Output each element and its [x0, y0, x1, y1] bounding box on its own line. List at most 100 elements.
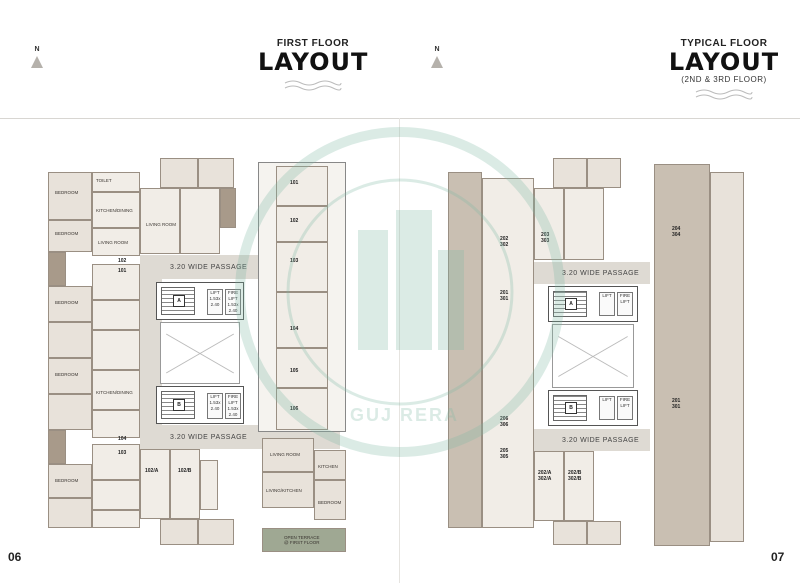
room-bedroom	[48, 322, 92, 358]
open-terrace-label: OPEN TERRACE @ FIRST FLOOR	[284, 535, 320, 545]
north-label-left: N	[34, 46, 40, 53]
lift: LIFT 1.53x 2.40	[207, 393, 223, 419]
passage-top-label: 3.20 WIDE PASSAGE	[562, 270, 640, 277]
room-label: KITCHEN/DINING	[96, 208, 133, 213]
unit-block	[564, 188, 604, 260]
room-kitchen	[553, 521, 587, 545]
left-wing-units	[482, 178, 534, 528]
room-balcony	[48, 430, 66, 464]
room-label: TOILET	[96, 178, 112, 183]
unit-number: 202/A 302/A	[538, 470, 552, 482]
lift: LIFT 1.53x 2.40	[207, 289, 223, 315]
room-label: KITCHEN/DINING	[96, 390, 133, 395]
room-bedroom	[48, 358, 92, 394]
room-kitchen	[180, 188, 220, 254]
page-number-right: 07	[771, 550, 785, 564]
room-bedroom	[198, 158, 234, 188]
north-indicator-right: N	[427, 46, 447, 68]
passage-top	[534, 262, 650, 284]
shop-number: 103	[290, 258, 299, 264]
room-label: LIVING ROOM	[270, 452, 301, 457]
unit-block	[534, 188, 564, 260]
room-bedroom	[160, 158, 198, 188]
room-bedroom	[48, 498, 92, 528]
room-living	[92, 228, 140, 256]
unit-number: 202/B 302/B	[568, 470, 582, 482]
watermark-text: GUJ RERA	[350, 405, 460, 425]
stair-label-a: A	[565, 298, 577, 310]
room-wash	[200, 460, 218, 510]
room-label: LIVING ROOM	[146, 222, 177, 227]
page-number-left: 06	[8, 550, 22, 564]
unit-number: 104	[118, 436, 127, 442]
room-toilet	[92, 510, 140, 528]
room-living	[92, 444, 140, 480]
unit-number: 101	[118, 268, 127, 274]
room-living	[92, 264, 140, 300]
room-balcony	[48, 252, 66, 286]
right-title-big: LAYOUT	[668, 48, 780, 76]
shop-number: 102	[290, 218, 299, 224]
unit-number: 206 306	[500, 416, 509, 428]
header-band	[0, 0, 800, 118]
unit-number: 102/A	[145, 468, 159, 474]
room-toilet	[92, 172, 140, 192]
unit-number: 102	[118, 258, 127, 264]
room-label: BEDROOM	[55, 478, 79, 483]
left-title-big: LAYOUT	[258, 48, 369, 76]
fire-lift: FIRE LIFT	[617, 292, 633, 316]
stair-label-b: B	[565, 402, 577, 414]
room-bedroom	[48, 464, 92, 498]
stair-label-a: A	[173, 295, 185, 307]
wave-decoration-icon	[695, 89, 753, 100]
room-bedroom	[48, 286, 92, 322]
room-kitchen	[314, 450, 346, 480]
void-cutout	[160, 322, 240, 384]
shop-unit	[276, 348, 328, 388]
shop-number: 101	[290, 180, 299, 186]
room-living	[92, 410, 140, 438]
left-title-small: FIRST FLOOR	[276, 38, 350, 49]
lift: LIFT	[599, 396, 615, 420]
unit-block	[564, 451, 594, 521]
core-top: A LIFT 1.53x 2.40 FIRE LIFT 1.53x 2.40	[156, 282, 244, 320]
room-living-room	[262, 438, 314, 472]
passage-bottom-label: 3.20 WIDE PASSAGE	[170, 434, 248, 441]
shop-unit	[276, 242, 328, 292]
core-bottom: B LIFT 1.53x 2.40 FIRE LIFT 1.53x 2.40	[156, 386, 244, 424]
unit-number: 201 301	[500, 290, 509, 302]
room-kitchen-dining	[92, 300, 140, 330]
room-living	[140, 449, 170, 519]
shop-unit	[276, 388, 328, 430]
room-bedroom	[198, 519, 234, 545]
room-kitchen-dining	[92, 480, 140, 510]
header-divider	[0, 118, 800, 119]
void-cutout	[552, 324, 634, 388]
room-kitchen-dining	[92, 370, 140, 410]
unit-number: 203 303	[541, 232, 550, 244]
room-bedroom	[48, 172, 92, 220]
right-wing-units	[654, 164, 710, 546]
left-title-block: FIRST FLOOR LAYOUT	[258, 38, 368, 93]
unit-number: 103	[118, 450, 127, 456]
room-kitchen	[160, 519, 198, 545]
open-terrace	[262, 528, 346, 552]
passage-bottom-label: 3.20 WIDE PASSAGE	[562, 437, 640, 444]
north-label-right: N	[434, 46, 440, 53]
room-balcony	[220, 188, 236, 228]
left-wing-bedrooms	[448, 172, 482, 528]
fire-lift: FIRE LIFT 1.53x 2.40	[225, 393, 241, 419]
stair-label-b: B	[173, 399, 185, 411]
north-arrow-icon	[31, 56, 43, 68]
room-label: BEDROOM	[55, 372, 79, 377]
room-label: LIVING/KITCHEN	[266, 488, 302, 493]
room-bedroom	[587, 158, 621, 188]
fire-lift: FIRE LIFT 1.53x 2.40	[225, 289, 241, 315]
fire-lift: FIRE LIFT	[617, 396, 633, 420]
unit-number: 204 304	[672, 226, 681, 238]
north-arrow-icon	[431, 56, 443, 68]
room-bedroom	[314, 480, 346, 520]
unit-number: 102/B	[178, 468, 192, 474]
right-wing-bedrooms	[710, 172, 744, 542]
room-bedroom	[587, 521, 621, 545]
